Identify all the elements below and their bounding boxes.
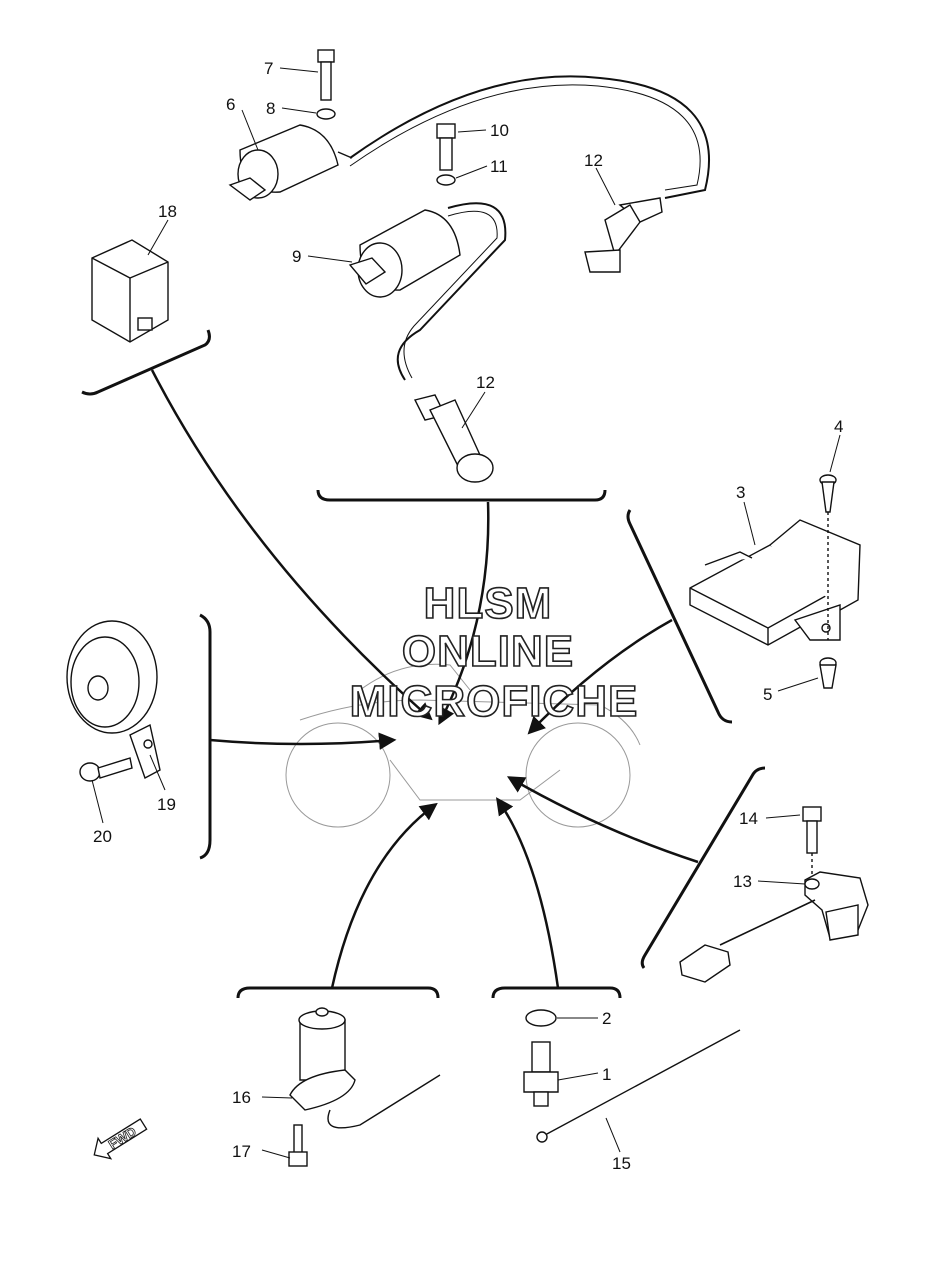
grommet-5-drawing xyxy=(819,657,837,689)
callout-7: 7 xyxy=(264,59,273,78)
sensor-16-drawing xyxy=(289,1007,356,1111)
ht-lead-9-inner xyxy=(403,210,498,379)
plug-cap-12-lower-drawing xyxy=(413,394,494,483)
callout-6: 6 xyxy=(226,95,235,114)
callout-4: 4 xyxy=(834,417,843,436)
arrow-16 xyxy=(330,802,438,989)
arrow-13 xyxy=(506,776,699,864)
callout-12-top: 12 xyxy=(584,151,603,170)
callout-11: 11 xyxy=(490,157,508,176)
arrow-coils xyxy=(438,501,490,726)
washer-2-drawing xyxy=(525,1009,557,1027)
arrow-3 xyxy=(527,618,673,735)
callout-9: 9 xyxy=(292,247,301,266)
arrow-1 xyxy=(495,797,560,989)
bracket-sensor-13 xyxy=(640,766,766,969)
ht-lead-9 xyxy=(396,202,507,381)
sensor-13-drawing xyxy=(804,871,869,941)
watermark-line-2: ONLINE xyxy=(402,627,574,676)
bolt-20-drawing xyxy=(79,757,133,782)
bracket-1 xyxy=(491,986,622,999)
callout-12-lower: 12 xyxy=(476,373,495,392)
bolt-7-drawing xyxy=(317,49,335,101)
arrow-18 xyxy=(150,369,433,721)
callout-16: 16 xyxy=(232,1088,251,1107)
bracket-unit-3 xyxy=(626,509,733,724)
motorcycle-outline xyxy=(285,663,641,828)
bolt-17-drawing xyxy=(288,1124,308,1167)
callout-3: 3 xyxy=(736,483,745,502)
ht-lead-6 xyxy=(349,75,710,199)
washer-11-drawing xyxy=(436,174,456,186)
lead-15-drawing xyxy=(544,1029,741,1136)
bracket-coils xyxy=(316,489,607,502)
screw-4-drawing xyxy=(819,474,837,640)
ht-lead-6-inner xyxy=(349,84,701,191)
watermark-line-3: MICROFICHE xyxy=(350,677,639,726)
sensor-13-wire xyxy=(719,899,816,946)
control-unit-18-drawing xyxy=(91,239,169,343)
callout-labels: 7 6 8 10 11 12 18 9 12 4 3 5 19 20 14 13… xyxy=(93,59,843,1173)
callout-2: 2 xyxy=(602,1009,611,1028)
watermark: HLSM ONLINE MICROFICHE xyxy=(349,578,639,727)
sensor-13-connector xyxy=(679,944,731,983)
washer-8-drawing xyxy=(316,108,336,120)
bracket-horn xyxy=(199,613,212,860)
bolt-10-drawing xyxy=(436,123,456,171)
sensor-16-wire xyxy=(327,1074,441,1129)
callout-18: 18 xyxy=(158,202,177,221)
switch-1-drawing xyxy=(523,1041,559,1107)
callout-8: 8 xyxy=(266,99,275,118)
ignition-coil-6-drawing xyxy=(228,124,353,201)
bolt-14-drawing xyxy=(802,806,822,880)
bracket-ecu-18 xyxy=(81,329,211,396)
callout-17: 17 xyxy=(232,1142,251,1161)
bracket-16 xyxy=(236,986,440,999)
ignition-coil-9-drawing xyxy=(348,209,461,298)
callout-19: 19 xyxy=(157,795,176,814)
watermark-line-1: HLSM xyxy=(424,579,553,628)
unit-3-drawing xyxy=(689,519,861,646)
callout-14: 14 xyxy=(739,809,758,828)
fwd-arrow-icon: FWD xyxy=(93,1118,148,1160)
callout-20: 20 xyxy=(93,827,112,846)
arrow-horn xyxy=(209,732,397,750)
callout-5: 5 xyxy=(763,685,772,704)
callout-1: 1 xyxy=(602,1065,611,1084)
callout-10: 10 xyxy=(490,121,509,140)
horn-19-drawing xyxy=(66,620,161,780)
callout-leaders xyxy=(91,67,841,1159)
callout-15: 15 xyxy=(612,1154,631,1173)
plug-cap-12-top-drawing xyxy=(584,197,663,273)
callout-13: 13 xyxy=(733,872,752,891)
